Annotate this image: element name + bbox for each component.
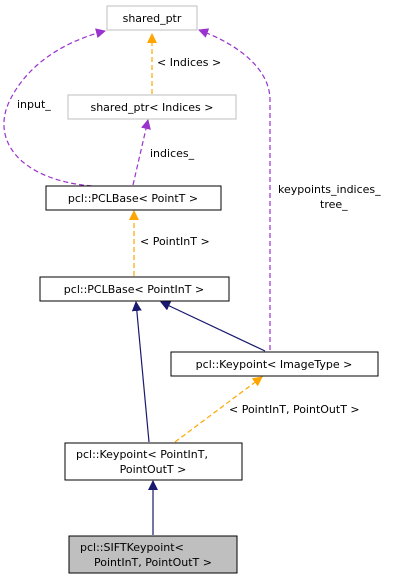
- node-keypoint-pointint-pointoutt[interactable]: pcl::Keypoint< PointInT, PointOutT >: [64, 442, 243, 481]
- edge-label-pointint-pointoutt-template: < PointInT, PointOutT >: [229, 403, 360, 416]
- node-shared-ptr[interactable]: shared_ptr: [106, 5, 198, 31]
- node-shared-ptr-indices[interactable]: shared_ptr< Indices >: [67, 94, 237, 120]
- node-pclbase-pointt[interactable]: pcl::PCLBase< PointT >: [45, 185, 222, 211]
- node-siftkeypoint[interactable]: pcl::SIFTKeypoint< PointInT, PointOutT >: [68, 535, 238, 574]
- edge-label-pointint-template: < PointInT >: [140, 235, 210, 248]
- edge-inherit-keypoint-imagetype: [160, 301, 266, 352]
- edge-label-keypoints-indices: keypoints_indices_: [278, 183, 381, 196]
- node-keypoint-imagetype[interactable]: pcl::Keypoint< ImageType >: [170, 351, 379, 377]
- edge-usage-indices: [132, 119, 151, 186]
- node-keypoint-pointint-pointoutt-label-1: pcl::Keypoint< PointInT,: [76, 448, 208, 461]
- edge-template-pointint-pointoutt: [174, 376, 263, 443]
- node-keypoint-imagetype-label: pcl::Keypoint< ImageType >: [196, 358, 353, 371]
- edge-label-input: input_: [17, 98, 51, 111]
- edge-usage-keypoints-indices-tree: [198, 28, 271, 350]
- edge-label-tree: tree_: [320, 198, 348, 211]
- node-keypoint-pointint-pointoutt-label-2: PointOutT >: [120, 463, 187, 476]
- edge-label-indices: indices_: [150, 147, 195, 160]
- node-pclbase-pointt-label: pcl::PCLBase< PointT >: [68, 192, 198, 205]
- edge-label-indices-template: < Indices >: [157, 56, 221, 69]
- node-siftkeypoint-label-1: pcl::SIFTKeypoint<: [80, 541, 184, 554]
- node-pclbase-pointint-label: pcl::PCLBase< PointInT >: [64, 283, 204, 296]
- edge-inherit-keypoint-pointint: [131, 301, 150, 443]
- node-shared-ptr-label: shared_ptr: [123, 12, 182, 25]
- node-shared-ptr-indices-label: shared_ptr< Indices >: [90, 101, 213, 114]
- edge-usage-input: [3, 28, 106, 187]
- node-siftkeypoint-label-2: PointInT, PointOutT >: [94, 556, 212, 569]
- node-pclbase-pointint[interactable]: pcl::PCLBase< PointInT >: [39, 276, 230, 302]
